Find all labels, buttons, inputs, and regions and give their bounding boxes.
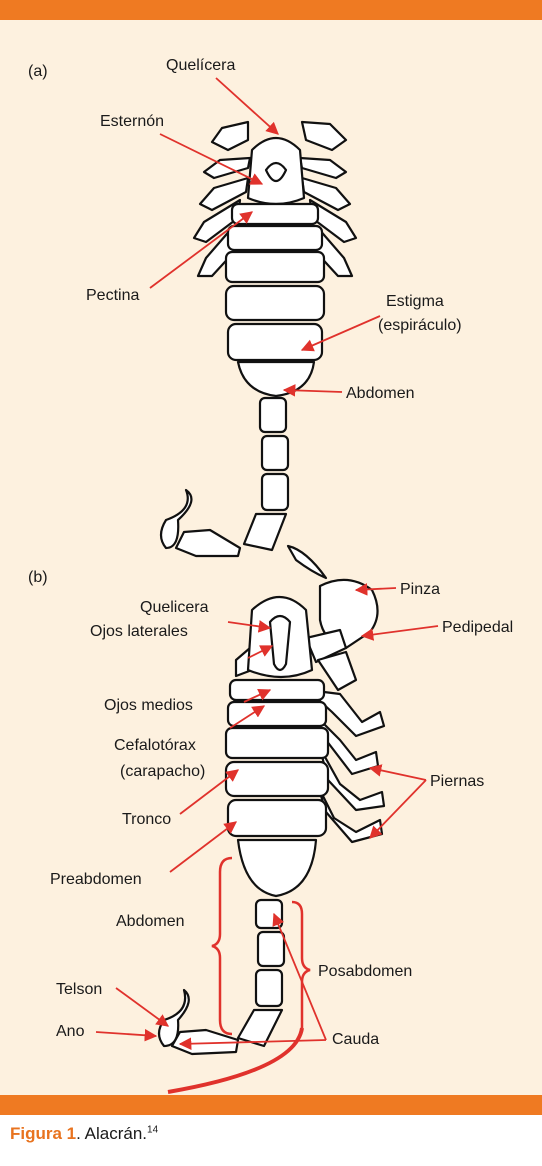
label-preabdomen: Preabdomen bbox=[50, 871, 142, 888]
label-pedipedal: Pedipedal bbox=[442, 619, 513, 636]
label-espiraculo: (espiráculo) bbox=[378, 317, 462, 334]
label-cauda: Cauda bbox=[332, 1031, 379, 1048]
label-piernas: Piernas bbox=[430, 773, 484, 790]
caption-separator: . bbox=[76, 1124, 85, 1143]
caption-figure-number: Figura 1 bbox=[10, 1124, 76, 1143]
label-quelicera-b: Quelicera bbox=[140, 599, 209, 616]
label-esternon: Esternón bbox=[100, 113, 164, 130]
label-telson: Telson bbox=[56, 981, 102, 998]
label-cefalotorax: Cefalotórax bbox=[114, 737, 196, 754]
caption-reference: 14 bbox=[147, 1124, 158, 1135]
label-quelicera-a: Quelícera bbox=[166, 57, 235, 74]
caption-text: Alacrán. bbox=[85, 1124, 147, 1143]
figure-caption: Figura 1. Alacrán.14 bbox=[10, 1124, 158, 1144]
label-pinza: Pinza bbox=[400, 581, 440, 598]
label-abdomen-b: Abdomen bbox=[116, 913, 185, 930]
scorpion-figure: (a) Quelícera Esternón Pectina Estigma (… bbox=[0, 0, 542, 1120]
label-ojos-medios: Ojos medios bbox=[104, 697, 193, 714]
label-abdomen-a: Abdomen bbox=[346, 385, 415, 402]
label-carapacho: (carapacho) bbox=[120, 763, 205, 780]
label-ano: Ano bbox=[56, 1023, 85, 1040]
label-posabdomen: Posabdomen bbox=[318, 963, 412, 980]
label-estigma: Estigma bbox=[386, 293, 444, 310]
panel-a-tag: (a) bbox=[28, 63, 48, 80]
label-tronco: Tronco bbox=[122, 811, 171, 828]
label-pectina: Pectina bbox=[86, 287, 139, 304]
label-ojos-laterales: Ojos laterales bbox=[90, 623, 188, 640]
panel-b-tag: (b) bbox=[28, 569, 48, 586]
